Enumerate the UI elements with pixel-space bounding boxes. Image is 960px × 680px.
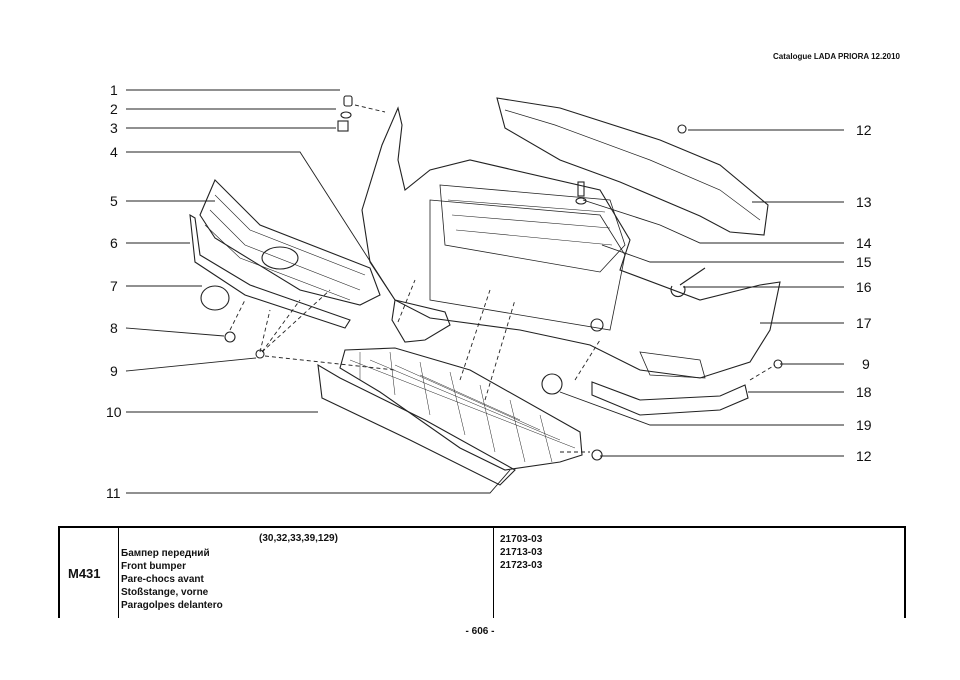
- part-name-es: Paragolpes delantero: [121, 600, 223, 611]
- callout-5: 5: [110, 193, 118, 209]
- description-cell: (30,32,33,39,129) Бампер передний Front …: [119, 528, 494, 618]
- parts-table: M431 (30,32,33,39,129) Бампер передний F…: [58, 526, 906, 618]
- bumper-reinforcement: [496, 97, 769, 236]
- version-item: 21703-03: [500, 534, 543, 545]
- callout-13: 13: [856, 194, 872, 210]
- callout-19: 19: [856, 417, 872, 433]
- callout-18: 18: [856, 384, 872, 400]
- grille-moulding: [189, 213, 351, 329]
- callout-3: 3: [110, 120, 118, 136]
- emblem: [200, 285, 230, 311]
- part-names: Бампер передний Front bumper Pare-chocs …: [121, 547, 223, 612]
- callout-14: 14: [856, 235, 872, 251]
- side-bracket: [391, 299, 451, 343]
- lower-grille-frame: [317, 363, 516, 486]
- callout-9-right: 9: [862, 356, 870, 372]
- catalogue-title: Catalogue LADA PRIORA 12.2010: [773, 52, 900, 61]
- leader-lines: [125, 89, 844, 494]
- section-code: M431: [68, 566, 101, 581]
- callout-6: 6: [110, 235, 118, 251]
- lower-grille: [339, 347, 583, 471]
- callout-11: 11: [106, 485, 121, 501]
- version-item: 21723-03: [500, 560, 543, 571]
- tow-hook-cover: [541, 373, 563, 395]
- upper-grille: [199, 179, 381, 306]
- assembly-dashes: [229, 104, 776, 453]
- part-name-fr: Pare-chocs avant: [121, 574, 204, 585]
- callout-12-bottom: 12: [856, 448, 872, 464]
- callout-17: 17: [856, 315, 872, 331]
- part-name-de: Stoßstange, vorne: [121, 587, 209, 598]
- part-name-en: Front bumper: [121, 561, 186, 572]
- model-codes: (30,32,33,39,129): [259, 533, 338, 544]
- callout-2: 2: [110, 101, 118, 117]
- versions-list: 21703-03 21713-03 21723-03: [500, 533, 542, 572]
- page-number: - 606 -: [465, 626, 495, 637]
- callout-8: 8: [110, 320, 118, 336]
- tow-eye: [670, 267, 706, 298]
- bumper-shell: [361, 106, 781, 379]
- callout-4: 4: [110, 144, 118, 160]
- callout-7: 7: [110, 278, 118, 294]
- version-item: 21713-03: [500, 547, 543, 558]
- callout-9-left: 9: [110, 363, 118, 379]
- callout-16: 16: [856, 279, 872, 295]
- fasteners: [224, 95, 783, 461]
- callout-15: 15: [856, 254, 872, 270]
- part-name-ru: Бампер передний: [121, 548, 210, 559]
- code-cell: M431: [60, 528, 119, 618]
- callout-1: 1: [110, 82, 118, 98]
- side-moulding: [591, 381, 749, 416]
- callout-12-top: 12: [856, 122, 872, 138]
- callout-10: 10: [106, 404, 122, 420]
